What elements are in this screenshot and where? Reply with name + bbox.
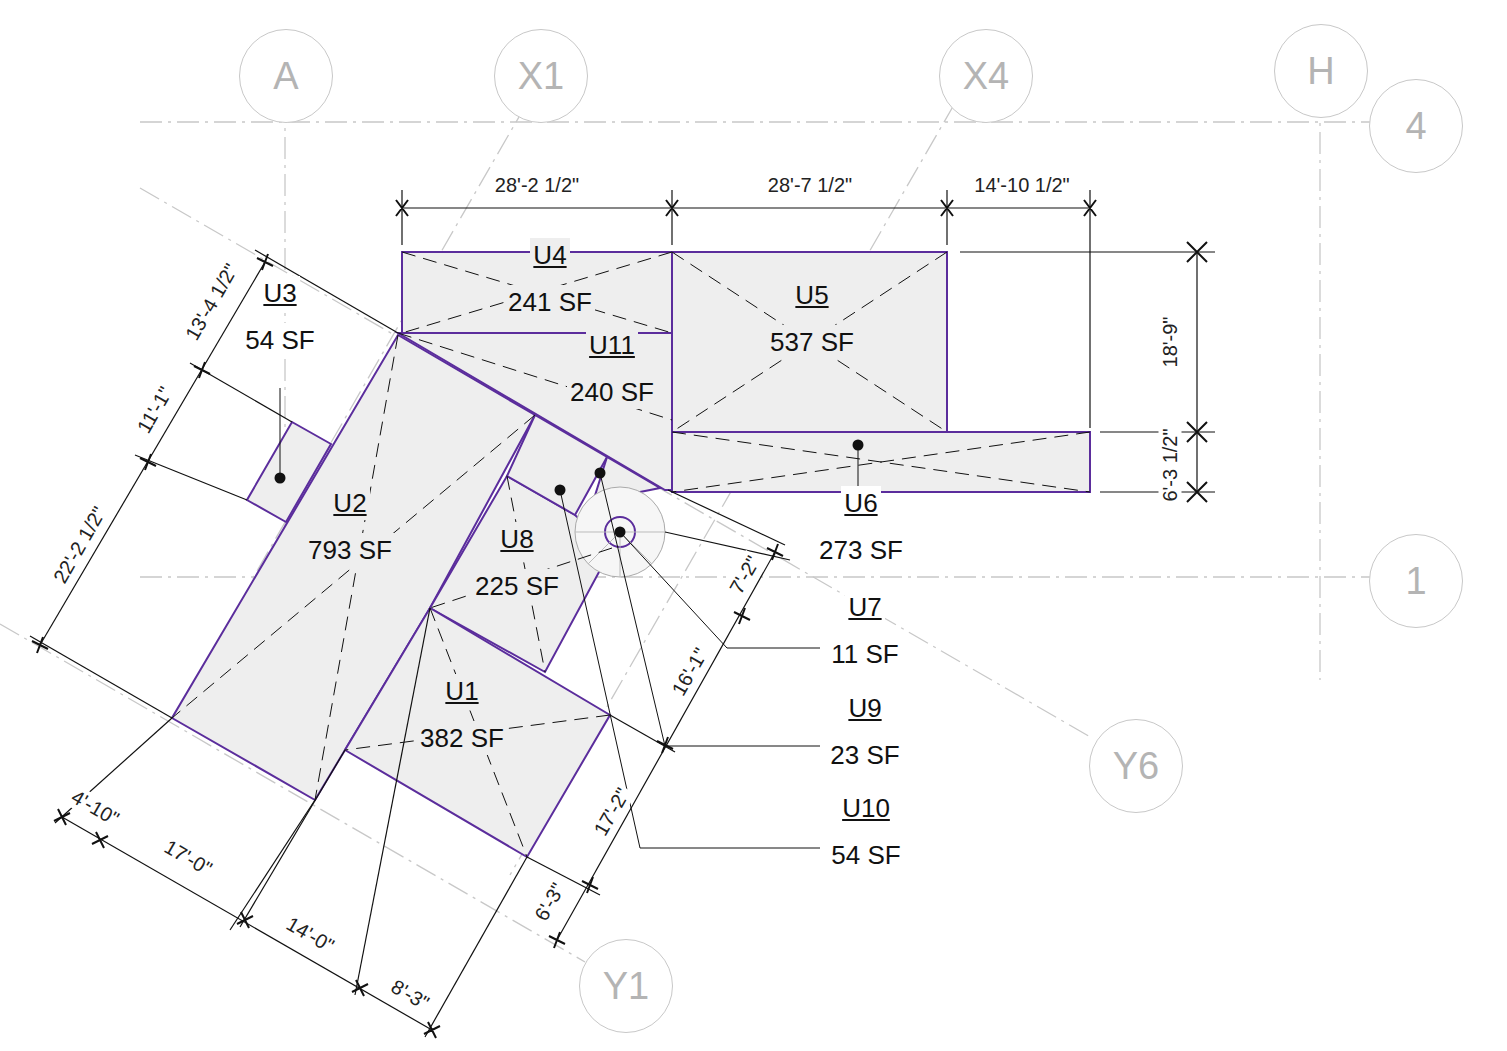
unit-name: U11 <box>586 328 638 362</box>
dimension-label: 28'-2 1/2" <box>493 174 581 197</box>
grid-label: 4 <box>1405 105 1426 148</box>
area-tag: U3 54 SF <box>238 276 321 357</box>
unit-name: U6 <box>841 486 880 520</box>
grid-bubble: H <box>1274 24 1368 118</box>
grid-label: Y6 <box>1113 745 1159 788</box>
dimension-label: 6'-3" <box>529 877 571 926</box>
area-tag: U4 241 SF <box>501 238 599 319</box>
grid-bubble: 4 <box>1369 79 1463 173</box>
area-tag: U6 273 SF <box>812 486 910 567</box>
unit-area: 273 SF <box>816 533 906 567</box>
dimension-label: 16'-1" <box>666 642 713 701</box>
area-tag: U7 11 SF <box>824 590 905 671</box>
unit-name: U1 <box>442 674 481 708</box>
dimension-label: 11'-1" <box>132 381 179 439</box>
unit-area: 537 SF <box>767 325 857 359</box>
dimension-label: 22'-2 1/2" <box>48 501 112 589</box>
area-tag: U2 793 SF <box>301 486 399 567</box>
unit-name: U5 <box>792 278 831 312</box>
dimension-label: 17'-0" <box>158 834 217 881</box>
unit-area: 54 SF <box>242 323 317 357</box>
grid-label: H <box>1307 50 1334 93</box>
area-tag: U11 240 SF <box>563 328 661 409</box>
grid-bubble: X4 <box>939 29 1033 123</box>
grid-label: A <box>273 55 298 98</box>
grid-label: 1 <box>1405 560 1426 603</box>
unit-area: 54 SF <box>828 838 903 872</box>
unit-area: 11 SF <box>828 637 901 671</box>
unit-name: U3 <box>260 276 299 310</box>
unit-name: U2 <box>330 486 369 520</box>
unit-name: U8 <box>497 522 536 556</box>
unit-area: 23 SF <box>827 738 902 772</box>
area-tag: U10 54 SF <box>824 791 907 872</box>
dimension-label: 6'-3 1/2" <box>1159 426 1182 503</box>
unit-area: 241 SF <box>505 285 595 319</box>
area-tag: U8 225 SF <box>468 522 566 603</box>
unit-name: U7 <box>845 590 884 624</box>
unit-area: 225 SF <box>472 569 562 603</box>
dimension-label: 13'-4 1/2" <box>180 258 244 346</box>
dimension-label: 8'-3" <box>385 974 434 1016</box>
dimension-label: 18'-9" <box>1159 315 1182 370</box>
dimension-label: 4'-10" <box>65 784 124 831</box>
grid-label: X1 <box>518 55 564 98</box>
unit-area: 240 SF <box>567 375 657 409</box>
grid-bubble: Y6 <box>1089 719 1183 813</box>
grid-label: Y1 <box>603 965 649 1008</box>
dimension-label: 7'-2" <box>724 550 766 599</box>
unit-name: U9 <box>845 691 884 725</box>
area-tag: U1 382 SF <box>413 674 511 755</box>
dimension-label: 28'-7 1/2" <box>766 174 854 197</box>
dimension-label: 14'-10 1/2" <box>972 174 1071 197</box>
area-tag: U5 537 SF <box>763 278 861 359</box>
unit-area: 382 SF <box>417 721 507 755</box>
unit-area: 793 SF <box>305 533 395 567</box>
grid-bubble: Y1 <box>579 939 673 1033</box>
grid-bubble: A <box>239 29 333 123</box>
grid-label: X4 <box>963 55 1009 98</box>
area-tag: U9 23 SF <box>823 691 906 772</box>
dimension-label: 14'-0" <box>280 911 339 958</box>
unit-name: U4 <box>530 238 569 272</box>
grid-bubble: 1 <box>1369 534 1463 628</box>
dimension-label: 17'-2" <box>588 782 635 841</box>
grid-bubble: X1 <box>494 29 588 123</box>
unit-name: U10 <box>839 791 893 825</box>
